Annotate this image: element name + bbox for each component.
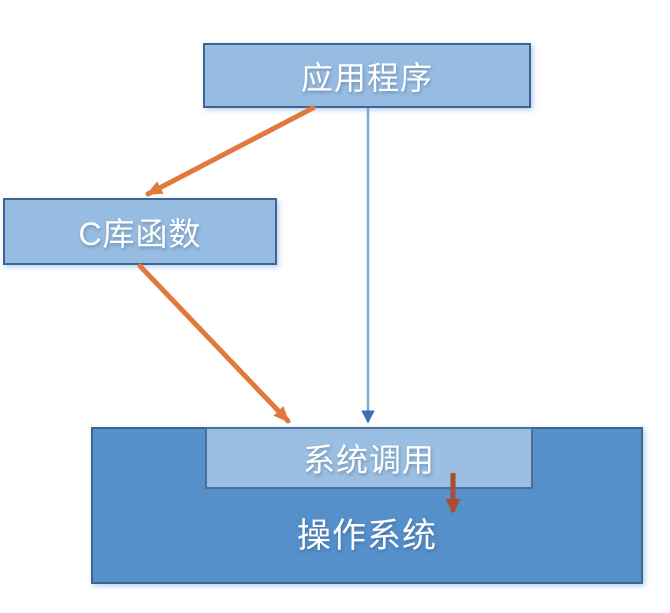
- arrow-application-to-c-library: [145, 105, 316, 197]
- arrow-c-library-to-system-call: [137, 263, 291, 424]
- node-c-library: C库函数: [3, 198, 277, 265]
- node-operating-system-label: 操作系统: [297, 517, 437, 555]
- node-application: 应用程序: [203, 43, 531, 108]
- node-operating-system-label-wrap: 操作系统: [93, 508, 641, 557]
- node-operating-system: 系统调用 操作系统: [91, 427, 643, 584]
- node-c-library-label: C库函数: [78, 215, 202, 252]
- node-system-call: 系统调用: [205, 427, 533, 489]
- node-system-call-label: 系统调用: [302, 442, 435, 478]
- node-application-label: 应用程序: [300, 59, 433, 96]
